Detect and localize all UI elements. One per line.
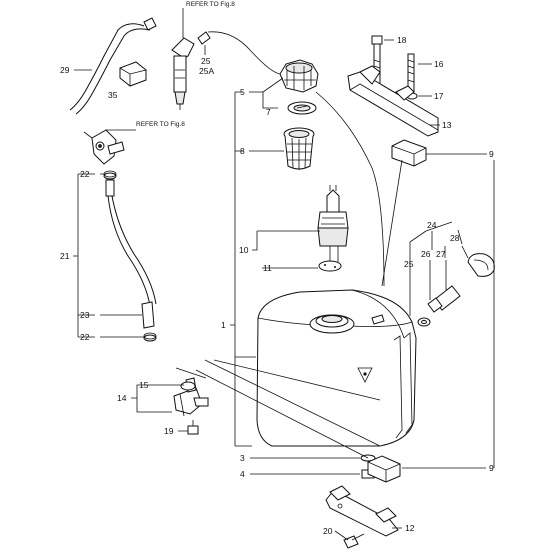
- callout-5: 5: [240, 87, 245, 97]
- callout-26: 26: [421, 249, 431, 259]
- callout-13: 13: [442, 120, 452, 130]
- callout-8: 8: [240, 146, 245, 156]
- filler-strainer: [283, 127, 315, 170]
- callout-12: 12: [405, 523, 415, 533]
- fuel-level-sender: [317, 185, 349, 262]
- cap-gasket: [287, 101, 317, 115]
- callout-1: 1: [221, 320, 226, 330]
- leak-off-pipe-fitting: [69, 17, 211, 115]
- callout-16: 16: [434, 59, 444, 69]
- reference-note-top: REFER TO Fig.8: [186, 1, 235, 8]
- rubber-pad-lower: [367, 455, 401, 483]
- leader-lines: [73, 8, 495, 541]
- callout-19: 19: [164, 426, 174, 436]
- fuel-injector: [171, 37, 195, 110]
- callout-7: 7: [266, 107, 271, 117]
- callout-9-top: 9: [489, 149, 494, 159]
- callout-22-top: 22: [80, 169, 90, 179]
- callout-15: 15: [139, 380, 149, 390]
- tank-bracket-12: [325, 485, 399, 537]
- callout-14: 14: [117, 393, 127, 403]
- callout-27: 27: [436, 249, 446, 259]
- callout-25-top: 25: [201, 56, 211, 66]
- callout-29: 29: [60, 65, 70, 75]
- callout-11: 11: [263, 263, 272, 273]
- callout-23: 23: [80, 310, 90, 320]
- hose-clamp-28: [467, 253, 495, 277]
- callout-10: 10: [239, 245, 249, 255]
- rubber-pad-upper: [391, 139, 427, 167]
- callout-9-bottom: 9: [489, 463, 494, 473]
- fuel-cap: [279, 59, 319, 93]
- bolt-20: [343, 533, 365, 549]
- tank-bracket-13: [347, 65, 439, 137]
- callout-25-right: 25: [404, 259, 414, 269]
- reference-note-left: REFER TO Fig.8: [136, 121, 185, 128]
- grommet-25: [417, 317, 431, 327]
- joint-26: [427, 297, 443, 313]
- sender-gasket: [318, 260, 342, 272]
- callout-21: 21: [60, 251, 70, 261]
- bolt-19: [187, 420, 199, 435]
- callout-35: 35: [108, 90, 118, 100]
- callout-22-bottom: 22: [80, 332, 90, 342]
- callout-28: 28: [450, 233, 460, 243]
- callout-3: 3: [240, 453, 245, 463]
- callout-4: 4: [240, 469, 245, 479]
- hose-clamp-top: [103, 170, 117, 180]
- part-callouts: 29 35 25 25A 5 7 8 1 10 11 18 16 17 13 9…: [60, 35, 494, 536]
- reference-labels: REFER TO Fig.8 REFER TO Fig.8: [136, 1, 235, 128]
- callout-24: 24: [427, 220, 437, 230]
- fuel-tank: [256, 289, 417, 447]
- callout-17: 17: [434, 91, 444, 101]
- fuel-cock: [173, 377, 209, 417]
- callout-18: 18: [397, 35, 407, 45]
- callout-25a: 25A: [199, 66, 214, 76]
- hose-clamp-bottom: [143, 332, 157, 342]
- fuel-hose-23: [105, 179, 157, 329]
- clip-35: [119, 61, 147, 87]
- fuel-connector-left: [83, 129, 125, 165]
- callout-20: 20: [323, 526, 333, 536]
